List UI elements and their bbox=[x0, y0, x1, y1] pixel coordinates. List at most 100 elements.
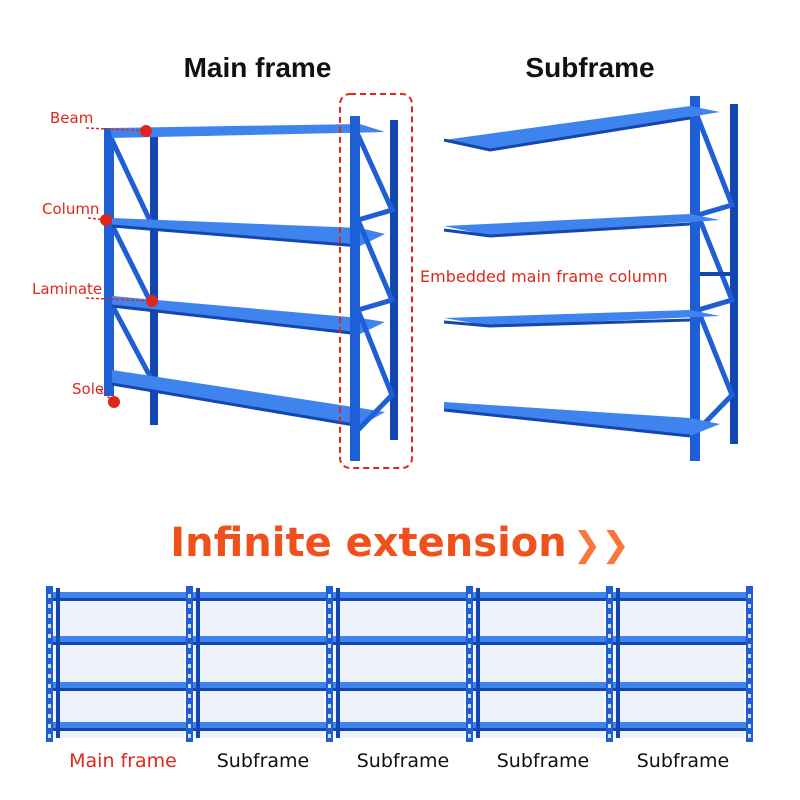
extended-column-hole bbox=[188, 594, 191, 598]
extended-unit-shelf bbox=[50, 682, 188, 688]
extended-unit-shelf bbox=[330, 592, 468, 598]
extended-unit-shelf bbox=[330, 722, 468, 728]
extended-unit-back-panel bbox=[194, 594, 324, 738]
extended-column-hole bbox=[48, 604, 51, 608]
bottom-label-subframe-1: Subframe bbox=[216, 750, 310, 772]
subframe-rack bbox=[443, 96, 738, 461]
subframe-front-column bbox=[690, 96, 700, 461]
extended-column-hole bbox=[48, 644, 51, 648]
bottom-label-subframe-3: Subframe bbox=[496, 750, 590, 772]
extended-column-hole bbox=[328, 624, 331, 628]
extended-unit-shelf bbox=[330, 636, 468, 642]
main-frame-shelves bbox=[110, 124, 385, 428]
extended-unit-shelf bbox=[50, 592, 188, 598]
extended-column-hole bbox=[748, 644, 751, 648]
subframe-shelf-1 bbox=[444, 106, 720, 150]
extended-column-hole bbox=[188, 634, 191, 638]
extended-column-hole bbox=[608, 694, 611, 698]
extended-unit-shelf-edge bbox=[470, 688, 608, 691]
extended-column-hole bbox=[48, 734, 51, 738]
subframe-shelf-3 bbox=[444, 310, 720, 326]
banner-text: Infinite extension bbox=[170, 520, 567, 566]
extended-unit-shelf-edge bbox=[470, 642, 608, 645]
extended-unit-shelf bbox=[470, 636, 608, 642]
extended-column-hole bbox=[328, 714, 331, 718]
rack-left-bracing bbox=[107, 138, 157, 382]
extended-column-hole bbox=[608, 624, 611, 628]
extended-column-hole bbox=[608, 664, 611, 668]
extended-column-hole bbox=[468, 594, 471, 598]
extended-unit-shelf-edge bbox=[330, 642, 468, 645]
extended-unit-shelf-edge bbox=[190, 728, 328, 731]
extended-unit-shelf bbox=[50, 722, 188, 728]
laminate-label: Laminate bbox=[32, 280, 103, 298]
extended-unit-shelf-edge bbox=[190, 642, 328, 645]
extended-column-hole bbox=[608, 704, 611, 708]
extended-column-hole bbox=[468, 614, 471, 618]
shelf-2-edge bbox=[111, 224, 361, 248]
main-frame-shelf-4 bbox=[112, 370, 385, 426]
extended-unit-back-panel bbox=[614, 594, 744, 738]
extended-column-hole bbox=[748, 684, 751, 688]
extended-column-hole bbox=[188, 604, 191, 608]
main-frame-rack bbox=[104, 93, 413, 469]
extended-column-hole bbox=[468, 734, 471, 738]
extended-column-hole bbox=[748, 694, 751, 698]
extended-column-hole bbox=[608, 724, 611, 728]
extended-column-hole bbox=[188, 664, 191, 668]
extended-column-hole bbox=[608, 614, 611, 618]
extended-unit-back-column bbox=[476, 588, 480, 738]
extended-column-hole bbox=[468, 714, 471, 718]
extended-column-hole bbox=[188, 694, 191, 698]
extended-unit-shelf-edge bbox=[50, 688, 188, 691]
extended-column-hole bbox=[748, 724, 751, 728]
extended-unit-back-column bbox=[336, 588, 340, 738]
extended-column-hole bbox=[328, 694, 331, 698]
subframe-shelf-4-edge bbox=[443, 408, 691, 438]
beam-marker-dot bbox=[140, 125, 152, 137]
extended-unit-shelf-edge bbox=[330, 728, 468, 731]
main-frame-top-beam bbox=[110, 124, 385, 138]
extended-unit-back-panel bbox=[334, 594, 464, 738]
subframe-shelf-2 bbox=[444, 214, 720, 236]
extended-column-hole bbox=[748, 714, 751, 718]
extended-column-hole bbox=[328, 684, 331, 688]
extended-unit-shelf bbox=[190, 636, 328, 642]
extended-column-hole bbox=[748, 634, 751, 638]
extended-column-hole bbox=[468, 694, 471, 698]
extended-column-hole bbox=[608, 674, 611, 678]
extended-unit-back-column bbox=[196, 588, 200, 738]
extended-column-hole bbox=[608, 714, 611, 718]
extended-unit-shelf bbox=[610, 636, 748, 642]
extended-column-hole bbox=[608, 734, 611, 738]
extended-column-hole bbox=[748, 654, 751, 658]
extended-column-hole bbox=[328, 634, 331, 638]
extended-column-hole bbox=[328, 734, 331, 738]
shelf-4-edge bbox=[111, 382, 361, 428]
subframe-shelf-1-edge bbox=[443, 116, 691, 152]
extended-unit-shelf bbox=[190, 722, 328, 728]
extended-unit-back-panel bbox=[474, 594, 604, 738]
extended-column-hole bbox=[188, 644, 191, 648]
extended-column-hole bbox=[188, 674, 191, 678]
embedded-back-column bbox=[390, 120, 398, 440]
embedded-column-highlight bbox=[339, 93, 413, 469]
extended-column-hole bbox=[468, 654, 471, 658]
extended-column-hole bbox=[188, 724, 191, 728]
extended-unit-shelf bbox=[470, 722, 608, 728]
extended-column-hole bbox=[328, 674, 331, 678]
extended-unit-shelf-edge bbox=[50, 642, 188, 645]
extended-unit-shelf bbox=[190, 682, 328, 688]
extended-unit-shelf bbox=[470, 592, 608, 598]
extended-column-hole bbox=[608, 644, 611, 648]
sole-label: Sole bbox=[72, 380, 105, 398]
extended-unit-shelf-edge bbox=[330, 598, 468, 601]
extended-column-hole bbox=[748, 734, 751, 738]
extended-column-hole bbox=[48, 674, 51, 678]
subframe-shelf-2-edge bbox=[443, 222, 691, 238]
extended-unit-shelf-edge bbox=[610, 688, 748, 691]
extended-column-hole bbox=[188, 734, 191, 738]
extended-column-hole bbox=[48, 714, 51, 718]
extended-column-hole bbox=[748, 604, 751, 608]
